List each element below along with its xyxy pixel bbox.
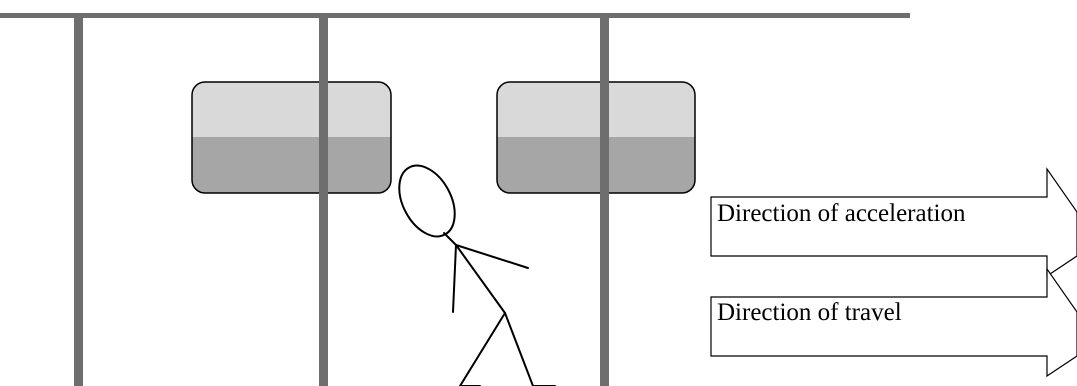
stick-figure-neck bbox=[444, 233, 456, 245]
pole-left bbox=[74, 16, 83, 386]
stick-figure-arm-left bbox=[453, 245, 456, 312]
pole-right bbox=[600, 16, 609, 386]
stick-figure-leg-left bbox=[460, 313, 505, 386]
travel-arrow: Direction of travel bbox=[711, 269, 1077, 376]
window-left bbox=[192, 82, 391, 193]
window-right bbox=[497, 82, 695, 193]
travel-arrow-label: Direction of travel bbox=[717, 299, 902, 326]
stick-figure-leg-right bbox=[505, 313, 555, 386]
stick-figure-head bbox=[388, 156, 466, 246]
stick-figure-torso bbox=[456, 245, 505, 313]
pole-middle bbox=[319, 16, 328, 386]
overhead-rail bbox=[0, 13, 910, 18]
stick-figure-arm-right bbox=[456, 245, 528, 268]
acceleration-arrow: Direction of acceleration bbox=[711, 169, 1077, 276]
acceleration-arrow-label: Direction of acceleration bbox=[717, 200, 966, 227]
